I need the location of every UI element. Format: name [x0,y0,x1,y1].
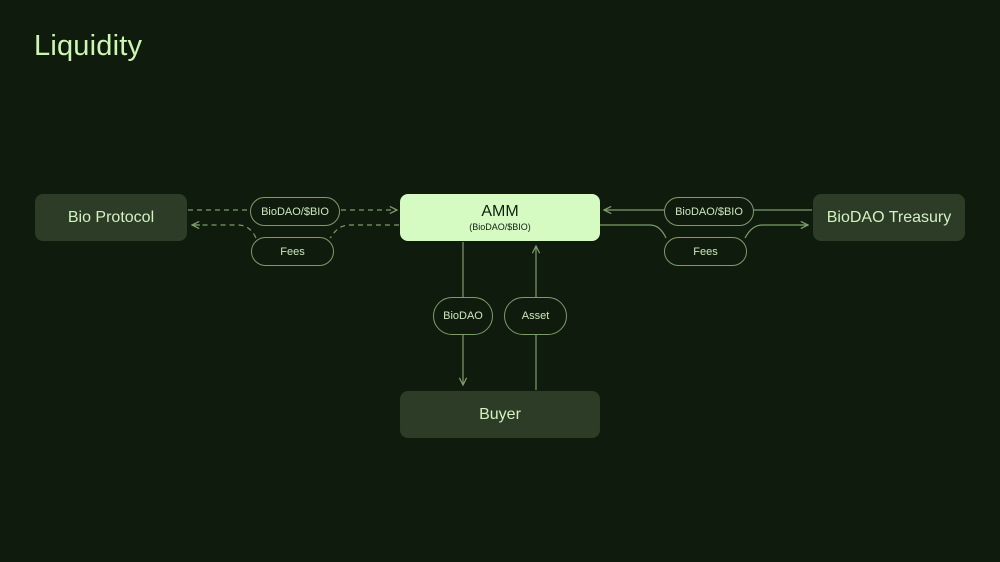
node-buyer: Buyer [400,391,600,438]
edge-label-left-bottom: Fees [251,237,334,266]
node-bio-protocol: Bio Protocol [35,194,187,241]
edge-amm-to-bio-fees [192,224,399,239]
node-amm: AMM (BioDAO/$BIO) [400,194,600,241]
edge-label-right-bottom: Fees [664,237,747,266]
edge-label-up: Asset [504,297,567,335]
edge-label-down: BioDAO [433,297,493,335]
edge-amm-to-treasury-fees [600,224,808,239]
node-buyer-label: Buyer [479,405,521,423]
edge-label-right-top: BioDAO/$BIO [664,197,754,226]
edge-label-left-top: BioDAO/$BIO [250,197,340,226]
node-biodao-treasury-label: BioDAO Treasury [826,208,952,226]
node-amm-label: AMM [481,202,519,220]
node-amm-sublabel: (BioDAO/$BIO) [469,221,531,232]
node-bio-protocol-label: Bio Protocol [67,208,155,226]
page-title: Liquidity [34,30,143,62]
node-biodao-treasury: BioDAO Treasury [813,194,965,241]
